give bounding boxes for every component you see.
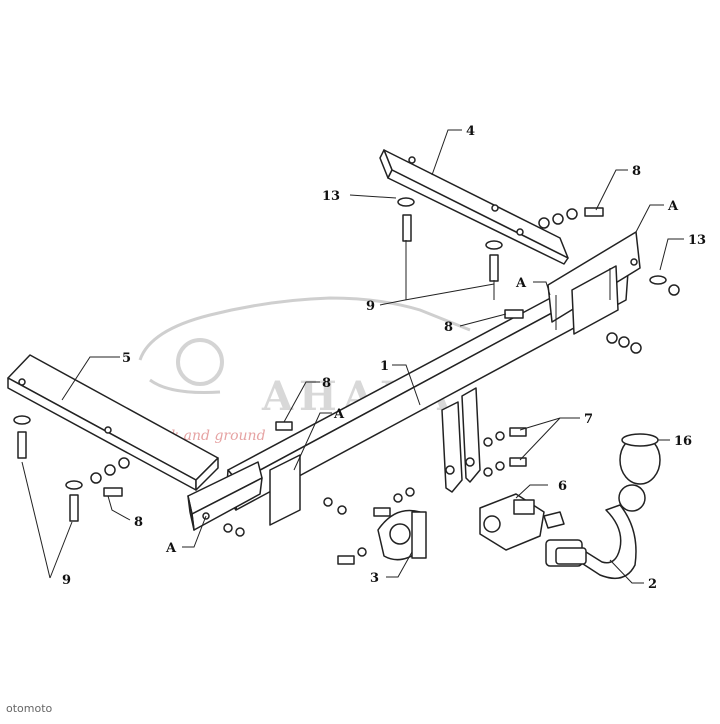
label-part-8-lower: 8 [134,515,143,530]
label-part-8-mid: 8 [444,320,453,335]
label-part-1: 1 [380,359,389,374]
label-part-9-bottom: 9 [62,573,71,588]
ball-cover [619,433,661,485]
tow-ball-neck [545,484,646,580]
part-labels: 4 8 13 A 13 A 9 8 5 1 8 A 7 16 6 8 A 3 2… [62,124,706,592]
source-footer: otomoto [6,702,53,715]
label-part-7: 7 [584,412,593,427]
crossbar [187,231,641,531]
label-a-left-mid: A [333,407,345,422]
label-part-8-left: 8 [322,376,331,391]
bracket-left [7,354,219,491]
label-part-2: 2 [648,577,657,592]
fasteners [13,197,680,565]
label-a-bottom-left: A [165,541,177,556]
label-a-top-right: A [667,199,679,214]
label-part-6: 6 [558,479,567,494]
label-part-9-top: 9 [366,299,375,314]
label-a-center: A [515,276,527,291]
leader-lines [21,129,684,584]
bracket-right [379,149,569,265]
label-part-5: 5 [122,351,131,366]
label-part-13-left: 13 [322,189,340,204]
label-part-3: 3 [370,571,379,586]
label-part-16: 16 [674,434,692,449]
socket-plate [377,509,427,561]
electrical-socket [479,493,565,551]
label-part-4: 4 [466,124,475,139]
label-part-13-right: 13 [688,233,706,248]
label-part-8-top: 8 [632,164,641,179]
